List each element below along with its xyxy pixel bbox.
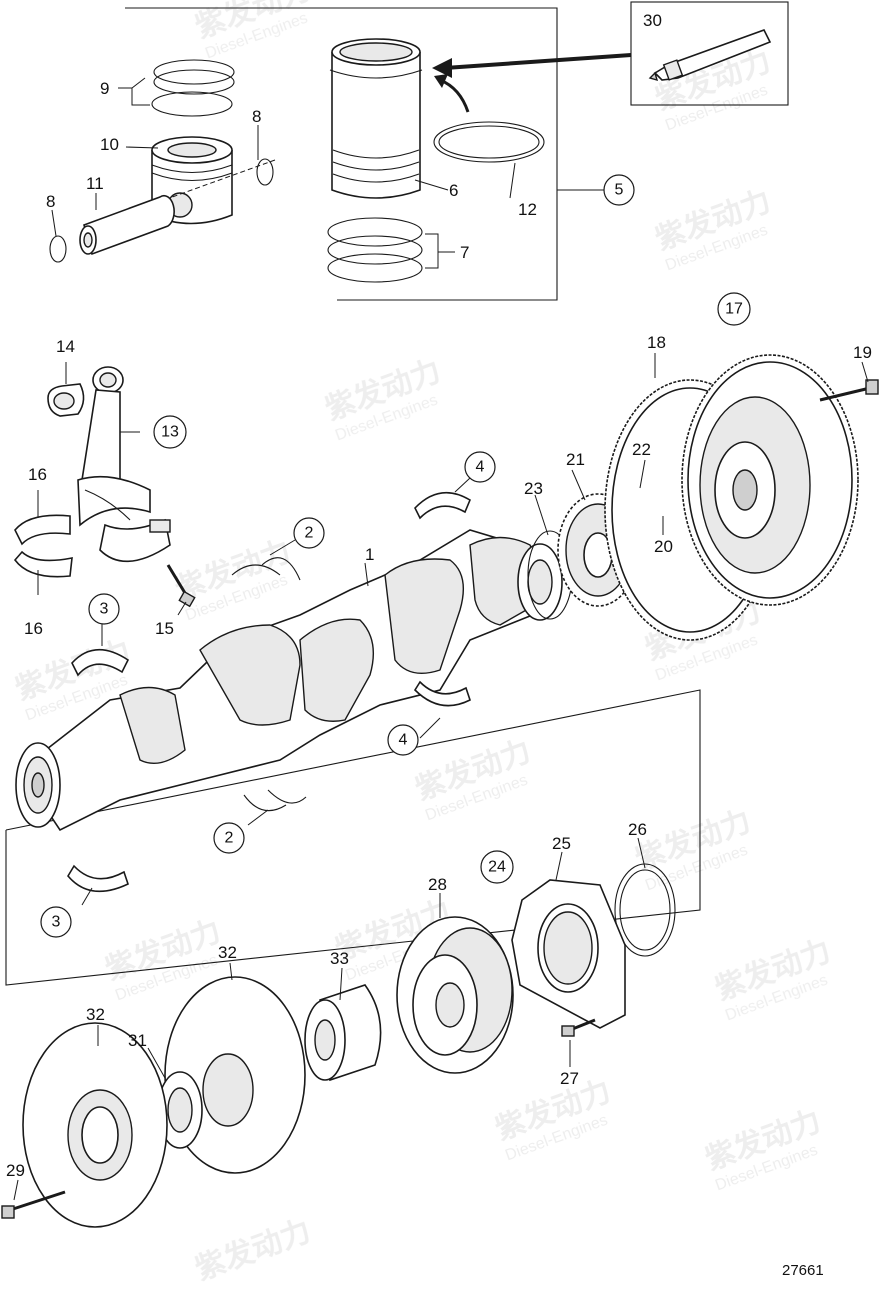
label-20: 20 (654, 537, 673, 556)
label-29: 29 (6, 1161, 25, 1180)
o-rings-part-7 (327, 217, 423, 283)
label-6: 6 (449, 181, 458, 200)
circle-label-2-top: 2 (293, 517, 325, 549)
label-21: 21 (566, 450, 585, 469)
circle-label-17: 17 (717, 292, 751, 326)
label-8-top: 8 (252, 107, 261, 126)
circle-label-4-bottom: 4 (387, 724, 419, 756)
label-18: 18 (647, 333, 666, 352)
cylinder-liner-part-6 (329, 38, 423, 199)
svg-text:2: 2 (305, 525, 314, 542)
label-27: 27 (560, 1069, 579, 1088)
hub-part-33 (304, 984, 382, 1082)
bolt-part-29 (1, 1190, 66, 1219)
circle-label-2-bottom: 2 (213, 822, 245, 854)
bearing-shells-part-16 (13, 514, 73, 578)
circle-label-24: 24 (480, 850, 514, 884)
label-9: 9 (100, 79, 109, 98)
crankshaft-part-1 (15, 529, 563, 832)
label-32-top: 32 (218, 943, 237, 962)
label-7: 7 (460, 243, 469, 262)
pulley-part-28 (396, 916, 514, 1074)
label-23: 23 (524, 479, 543, 498)
piston-pin-part-11 (79, 194, 175, 256)
label-28: 28 (428, 875, 447, 894)
circled-labels: 2 2 3 3 4 4 5 13 17 24 (40, 174, 751, 938)
label-8-left: 8 (46, 192, 55, 211)
svg-text:3: 3 (100, 601, 109, 618)
connecting-rod-part-13 (77, 366, 151, 527)
svg-text:4: 4 (399, 732, 408, 749)
label-16-top: 16 (28, 465, 47, 484)
flywheel-bolt-part-19 (819, 379, 879, 402)
watermark-brand: 紫发动力 (191, 1214, 316, 1288)
label-14: 14 (56, 337, 75, 356)
rod-bolt-part-15 (166, 564, 196, 608)
svg-text:13: 13 (161, 424, 179, 441)
label-12: 12 (518, 200, 537, 219)
seal-part-26 (614, 863, 676, 957)
svg-text:5: 5 (615, 182, 624, 199)
circle-label-3-top: 3 (88, 593, 120, 625)
circle-label-5: 5 (603, 174, 635, 206)
arrow-to-box (432, 53, 632, 113)
seal-ring-part-12 (433, 121, 545, 163)
circle-label-3-bottom: 3 (40, 906, 72, 938)
label-25: 25 (552, 834, 571, 853)
label-10: 10 (100, 135, 119, 154)
label-11: 11 (86, 174, 104, 193)
rod-cap (99, 518, 171, 563)
label-22: 22 (632, 440, 651, 459)
label-19: 19 (853, 343, 872, 362)
svg-text:4: 4 (476, 459, 485, 476)
thrust-washers-part-2 (231, 557, 307, 812)
flywheel-part-17 (681, 354, 859, 606)
label-16-bottom: 16 (24, 619, 43, 638)
bolt-part-27 (561, 1018, 596, 1037)
label-30: 30 (643, 11, 662, 30)
group-bracket-lines (5, 7, 701, 986)
sealant-tube-part-30 (630, 1, 789, 106)
label-15: 15 (155, 619, 174, 638)
circle-label-4-top: 4 (464, 451, 496, 483)
label-33: 33 (330, 949, 349, 968)
part-labels: 1 6 7 8 8 9 10 11 12 14 15 16 16 18 19 2… (6, 11, 872, 1180)
svg-text:24: 24 (488, 859, 506, 876)
spacer-part-31 (157, 1071, 203, 1149)
leader-lines (13, 77, 869, 1201)
circlip-part-8 (49, 158, 274, 263)
main-bearing-shells-part-4 (413, 491, 472, 707)
svg-text:2: 2 (225, 830, 234, 847)
damper-part-32-front (22, 1022, 168, 1228)
circle-label-13: 13 (153, 415, 187, 449)
main-bearing-shells-part-3 (67, 648, 130, 893)
cover-part-25 (511, 879, 626, 1029)
svg-text:17: 17 (725, 301, 743, 318)
label-32-left: 32 (86, 1005, 105, 1024)
svg-text:3: 3 (52, 914, 61, 931)
label-1: 1 (365, 545, 374, 564)
label-31: 31 (128, 1031, 147, 1050)
bearing-shell-part-14 (47, 383, 85, 417)
label-26: 26 (628, 820, 647, 839)
piston-rings-part-9 (151, 59, 235, 117)
drawing-number: 27661 (782, 1262, 824, 1279)
